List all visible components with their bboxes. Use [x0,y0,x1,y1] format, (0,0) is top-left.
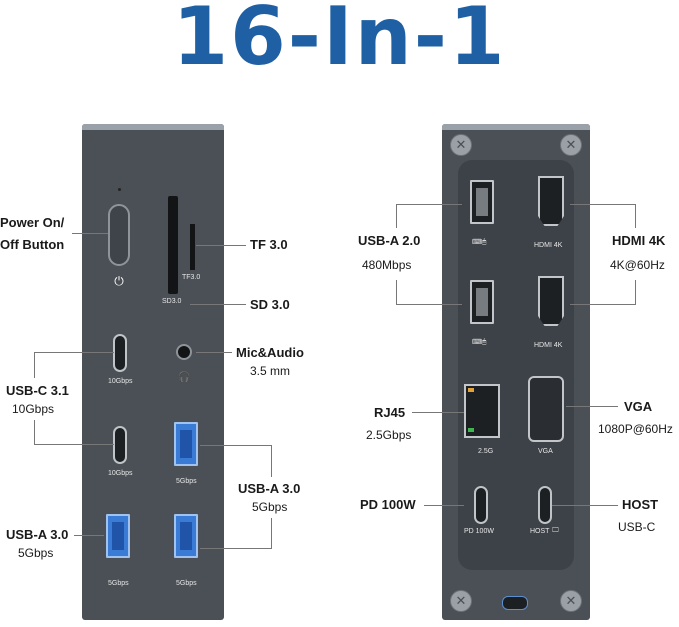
usbc-port-1[interactable] [113,334,127,372]
hdmi-port-2-label: HDMI 4K [534,342,563,349]
line-tf [196,245,246,246]
line-vga [566,406,618,407]
usbc-port-2[interactable] [113,426,127,464]
label-host-title: HOST [622,497,659,512]
label-usba-left-sub: 5Gbps [18,546,54,560]
tf-card-slot[interactable] [190,224,195,270]
label-usbc-title: USB-C 3.1 [6,383,69,398]
label-mic-sub: 3.5 mm [250,364,291,378]
label-usba-right-title: USB-A 3.0 [238,481,301,496]
line-usba-r-v2 [271,518,272,548]
label-vga-sub: 1080P@60Hz [598,422,673,436]
label-sd: SD 3.0 [250,297,290,312]
usba3-port-1-label: 5Gbps [176,478,197,485]
tf-port-label: TF3.0 [182,274,201,281]
usba3-port-1[interactable] [174,422,198,466]
pd-port[interactable] [474,486,488,524]
label-usbc-sub: 10Gbps [12,402,55,416]
label-usba2-title: USB-A 2.0 [358,233,421,248]
page-title: 16-In-1 [172,0,507,83]
line-usba2-h2 [396,304,462,305]
line-power [72,233,108,234]
label-mic-title: Mic&Audio [236,345,304,360]
usba3-port-3[interactable] [174,514,198,558]
lock-slot [502,596,528,610]
label-pd-title: PD 100W [360,497,416,512]
host-port-label: HOST [530,528,550,535]
label-hdmi-sub: 4K@60Hz [610,258,665,272]
line-usba-r-h2 [200,548,272,549]
back-panel: ✕ ✕ ✕ ✕ ⌨🖱 ⌨🖱 HDMI 4K HDMI 4K 2.5G VGA P… [442,124,590,620]
label-usba2-sub: 480Mbps [362,258,412,272]
line-rj45 [412,412,464,413]
label-vga-title: VGA [624,399,653,414]
screw-icon: ✕ [450,134,472,156]
line-usbc-v2 [34,420,35,444]
audio-jack[interactable] [176,344,192,360]
front-panel: ⏻ SD3.0 TF3.0 10Gbps 🎧 10Gbps 5Gbps 5Gbp… [82,124,224,620]
line-hdmi-h1 [570,204,636,205]
line-hdmi-h2 [570,304,636,305]
usba3-port-3-label: 5Gbps [176,580,197,587]
screw-icon: ✕ [560,134,582,156]
sd-port-label: SD3.0 [162,298,182,305]
line-usba2-v2 [396,280,397,304]
usba2-port-2[interactable] [470,280,494,324]
line-hdmi-v1 [635,204,636,228]
label-usba-left-title: USB-A 3.0 [6,527,69,542]
line-usba2-v1 [396,204,397,228]
line-usbc-v1 [34,352,35,378]
hdmi-port-1[interactable] [538,176,564,226]
label-usba-right-sub: 5Gbps [252,500,288,514]
usba2-port-1[interactable] [470,180,494,224]
rj45-port-label: 2.5G [478,448,494,455]
line-usba-r-h1 [200,445,272,446]
pd-port-label: PD 100W [464,528,494,535]
screw-icon: ✕ [560,590,582,612]
line-usba2-h1 [396,204,462,205]
usbc-port-2-label: 10Gbps [108,470,133,477]
label-tf: TF 3.0 [250,237,288,252]
line-sd [190,304,246,305]
label-rj45-sub: 2.5Gbps [366,428,412,442]
label-hdmi-title: HDMI 4K [612,233,666,248]
keyboard-mouse-icon: ⌨🖱 [472,339,487,346]
power-icon: ⏻ [114,274,124,288]
power-button[interactable] [108,204,130,266]
line-usba-l [74,535,104,536]
rj45-port[interactable] [464,384,500,438]
line-usbc-h2 [34,444,114,445]
line-hdmi-v2 [635,280,636,304]
hdmi-port-1-label: HDMI 4K [534,242,563,249]
rj45-led-icon [468,428,474,432]
line-usbc-h1 [34,352,114,353]
usbc-port-1-label: 10Gbps [108,378,133,385]
line-host [552,505,618,506]
line-pd [424,505,464,506]
vga-port[interactable] [528,376,564,442]
keyboard-mouse-icon: ⌨🖱 [472,239,487,246]
hdmi-port-2[interactable] [538,276,564,326]
rj45-led-icon [468,388,474,392]
line-mic [196,352,232,353]
usba3-port-2-label: 5Gbps [108,580,129,587]
screw-icon: ✕ [450,590,472,612]
label-rj45-title: RJ45 [374,405,406,420]
host-port[interactable] [538,486,552,524]
monitor-icon: 🖵 [552,527,559,534]
sd-card-slot[interactable] [168,196,178,294]
usba3-port-2[interactable] [106,514,130,558]
vga-port-label: VGA [538,448,553,455]
power-led [118,188,121,191]
label-host-sub: USB-C [618,520,656,534]
headphone-icon: 🎧 [178,372,191,383]
label-power: Power On/ Off Button [0,215,65,252]
line-usba-r-v1 [271,445,272,477]
